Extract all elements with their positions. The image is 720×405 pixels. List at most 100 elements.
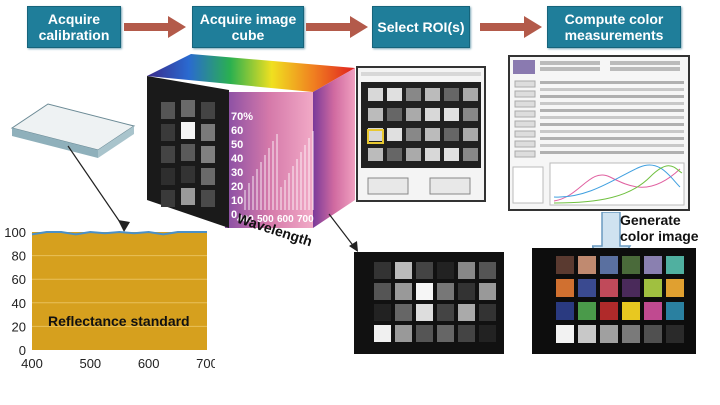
cube-patch — [201, 146, 215, 163]
cube-percent-label: 40 — [231, 153, 243, 165]
x-tick-label: 700 — [196, 356, 215, 371]
color-patch — [578, 302, 596, 320]
color-patch — [578, 256, 596, 274]
y-tick-label: 80 — [12, 249, 26, 264]
side-button — [514, 110, 536, 118]
table-row — [540, 95, 684, 98]
x-tick-label: 400 — [21, 356, 43, 371]
color-patch — [644, 279, 662, 297]
measurements-screen — [512, 60, 685, 206]
calibration-tile — [10, 103, 136, 158]
table-row — [540, 144, 684, 147]
gray-patch — [416, 325, 433, 342]
cube-percent-label: 50 — [231, 139, 243, 151]
cube-percent-label: 0 — [231, 209, 237, 221]
calibration-arrow — [67, 145, 130, 232]
roi-patch — [406, 148, 421, 161]
roi-cancel-button — [429, 177, 471, 195]
gray-patch — [395, 304, 412, 321]
flow-arrow-3 — [480, 16, 542, 38]
gray-patch — [395, 325, 412, 342]
color-patch — [666, 325, 684, 343]
grayscale-image — [354, 252, 504, 354]
cube-patch — [201, 190, 215, 207]
cube-patch — [181, 122, 195, 139]
cube-patch — [181, 188, 195, 205]
gray-patch — [437, 304, 454, 321]
color-patch — [600, 302, 618, 320]
color-patch — [644, 325, 662, 343]
gray-patch — [479, 325, 496, 342]
measurements-window — [508, 55, 690, 211]
roi-patch — [387, 88, 402, 101]
gray-patch — [479, 283, 496, 300]
table-row — [540, 88, 684, 91]
color-patch — [600, 256, 618, 274]
roi-image — [361, 72, 481, 195]
table-row — [540, 102, 684, 105]
gray-patch — [437, 262, 454, 279]
cube-wavelength-label: 600 — [277, 214, 294, 225]
step-acquire-calibration: Acquire calibration — [27, 6, 121, 48]
color-patch — [600, 325, 618, 343]
roi-patch — [406, 128, 421, 141]
gray-patch — [374, 283, 391, 300]
cube-wavelength-label: 500 — [257, 214, 274, 225]
roi-patch — [425, 128, 440, 141]
cube-patch — [161, 190, 175, 207]
roi-ok-button — [367, 177, 409, 195]
roi-patch — [368, 148, 383, 161]
gray-patch — [458, 325, 475, 342]
step-label: Select ROI(s) — [377, 19, 465, 35]
table-row — [540, 151, 684, 154]
side-button — [514, 80, 536, 88]
roi-patch — [444, 128, 459, 141]
y-tick-label: 100 — [4, 226, 26, 240]
roi-patch — [406, 108, 421, 121]
step-label: Acquire image cube — [199, 11, 297, 43]
step-compute-color-measurements: Compute color measurements — [547, 6, 681, 48]
cube-wavelength-label: 700 — [297, 214, 314, 225]
side-button — [514, 150, 536, 158]
color-patch — [666, 256, 684, 274]
table-row — [540, 116, 684, 119]
side-button — [514, 130, 536, 138]
side-button — [514, 90, 536, 98]
roi-patch — [463, 128, 478, 141]
table-row — [540, 137, 684, 140]
y-tick-label: 0 — [19, 343, 26, 358]
cube-percent-label: 70% — [231, 111, 253, 123]
x-tick-label: 500 — [79, 356, 101, 371]
cube-to-grayscale-arrow — [328, 213, 358, 252]
table-row — [540, 109, 684, 112]
cube-patch — [181, 100, 195, 117]
color-patch — [622, 325, 640, 343]
cube-patch — [201, 102, 215, 119]
color-patch — [556, 325, 574, 343]
cube-patch — [161, 146, 175, 163]
y-tick-label: 20 — [12, 319, 26, 334]
color-patch — [666, 279, 684, 297]
roi-patch — [444, 148, 459, 161]
generate-color-image-label: Generate color image — [620, 212, 699, 244]
cube-patch — [161, 124, 175, 141]
roi-patch — [425, 148, 440, 161]
gray-patch — [458, 304, 475, 321]
x-tick-label: 600 — [138, 356, 160, 371]
roi-patch — [368, 128, 383, 141]
gray-patch — [479, 304, 496, 321]
gray-patch — [416, 283, 433, 300]
gray-patch — [458, 262, 475, 279]
color-patch — [644, 302, 662, 320]
chart-title: Reflectance standard — [48, 313, 190, 329]
table-row — [540, 130, 684, 133]
color-patch — [666, 302, 684, 320]
color-patch — [600, 279, 618, 297]
side-button — [514, 120, 536, 128]
side-button — [514, 140, 536, 148]
step-label: Acquire calibration — [38, 11, 110, 43]
color-patch — [578, 279, 596, 297]
gray-patch — [395, 283, 412, 300]
roi-patch — [463, 108, 478, 121]
